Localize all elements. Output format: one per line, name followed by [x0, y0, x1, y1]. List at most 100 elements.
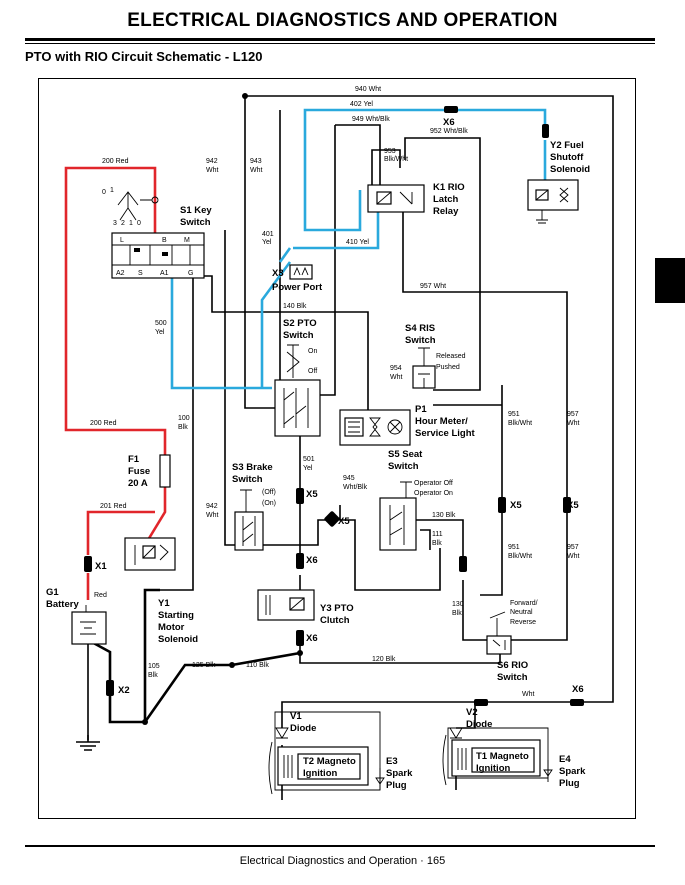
s2-title: S2 PTO — [283, 318, 317, 329]
s3-on: (On) — [262, 500, 276, 507]
x3-power-port — [289, 264, 313, 280]
s5-off: Operator Off — [414, 480, 453, 487]
k1-sub2: Relay — [433, 206, 459, 217]
e3-sub2: Plug — [386, 780, 407, 791]
w111a-label: 111 — [432, 531, 443, 538]
wire-949-top — [335, 124, 381, 185]
y1-title: Y1 — [158, 598, 170, 609]
page-footer: Electrical Diagnostics and Operation · 1… — [239, 855, 446, 867]
p1-title: P1 — [415, 404, 427, 415]
wire-401-yel — [278, 247, 292, 263]
x6b-label: X6 — [306, 555, 318, 566]
s3-title: S3 Brake — [232, 462, 273, 473]
w942a2-label: Wht — [206, 167, 219, 174]
s1-term-s: S — [138, 270, 143, 277]
y1-sub2: Motor — [158, 622, 185, 633]
g1-title: G1 — [46, 587, 59, 598]
junction-940 — [242, 93, 248, 99]
wire-labels: 940 Wht 402 Yel 949 Wht/Blk 952 Wht/Blk … — [90, 86, 580, 698]
w943b-label: Wht — [250, 167, 263, 174]
s5-on: Operator On — [414, 490, 453, 497]
w949-label: 949 Wht/Blk — [352, 116, 390, 123]
w952-label: 952 Wht/Blk — [430, 128, 468, 135]
x2-label: X2 — [118, 685, 130, 696]
wire-111 — [420, 529, 431, 550]
t2-sub: Ignition — [303, 768, 337, 779]
s2-sub: Switch — [283, 330, 314, 341]
junction-ground — [142, 719, 148, 725]
k1-rio-latch-relay — [367, 184, 425, 213]
g1-battery — [71, 605, 107, 645]
s2-off: Off — [308, 368, 317, 375]
x5c-label: X5 — [510, 500, 522, 511]
chassis-ground-icon — [76, 735, 100, 751]
s1-term-l: L — [120, 237, 124, 244]
wire-957 — [402, 210, 568, 641]
w140-label: 140 Blk — [283, 303, 307, 310]
s3-brake-switch — [234, 489, 264, 551]
junction-120 — [297, 650, 303, 656]
f1-title: F1 — [128, 454, 140, 465]
w120-label: 120 Blk — [372, 656, 396, 663]
t2-title: T2 Magneto — [303, 756, 356, 767]
f1-fuse — [159, 454, 171, 488]
s5-title: S5 Seat — [388, 449, 423, 460]
wire-402-yel — [303, 108, 450, 232]
schematic-title: PTO with RIO Circuit Schematic - L120 — [25, 49, 263, 64]
v1-sub: Diode — [290, 723, 316, 734]
e4-spark-plug-icon — [543, 760, 553, 782]
y2-sub2: Solenoid — [550, 164, 590, 175]
w130b2-label: Blk — [452, 610, 462, 617]
s1-pos-2: 2 — [121, 220, 125, 227]
s2-on: On — [308, 348, 317, 355]
s1-term-m: M — [184, 237, 190, 244]
v2-title: V2 — [466, 707, 478, 718]
header-rule-thin — [25, 43, 655, 44]
page-header: ELECTRICAL DIAGNOSTICS AND OPERATION — [127, 10, 558, 31]
g1-sub: Battery — [46, 599, 79, 610]
s1-title: S1 Key — [180, 205, 212, 216]
k1-sub1: Latch — [433, 194, 459, 205]
w500a-label: 500 — [155, 320, 167, 327]
wire-942-brake — [224, 230, 238, 546]
w200b-label: 200 Red — [90, 420, 117, 427]
t1-title: T1 Magneto — [476, 751, 529, 762]
s4-title: S4 RIS — [405, 323, 435, 334]
footer-rule — [25, 845, 655, 847]
v1-diode — [275, 727, 289, 739]
x6d-label: X6 — [572, 684, 584, 695]
wire-945-b — [339, 505, 441, 591]
f1-sub1: Fuse — [128, 466, 150, 477]
wire-410-yel — [293, 210, 380, 250]
s1-key-switch — [111, 191, 205, 279]
wire-942-top — [244, 96, 285, 409]
wire-945 — [262, 519, 332, 546]
w501b-label: Yel — [303, 465, 313, 472]
wire-951 — [480, 385, 503, 596]
y2-fuel-shutoff-solenoid — [527, 179, 579, 224]
wire-100 — [160, 262, 194, 591]
y1-sub1: Starting — [158, 610, 194, 621]
wire-953 — [371, 149, 401, 185]
w951b1-label: 951 — [508, 544, 520, 551]
v2-sub: Diode — [466, 719, 492, 730]
wire-952 — [404, 137, 481, 391]
s1-pos-0: 0 — [102, 189, 106, 196]
connector-x6-fuel — [542, 124, 549, 138]
e3-spark-plug-icon — [375, 768, 385, 790]
w943a-label: 943 — [250, 158, 262, 165]
wire-diode-v1 — [281, 701, 475, 728]
connector-x6-mid — [296, 553, 304, 569]
w942b1-label: 942 — [206, 503, 218, 510]
w954a-label: 954 — [390, 365, 402, 372]
s4-sub: Switch — [405, 335, 436, 346]
w953a-label: 953 — [384, 148, 396, 155]
y2-sub1: Shutoff — [550, 152, 584, 163]
wire-battery-ground — [87, 638, 145, 724]
w954b-label: Wht — [390, 374, 403, 381]
p1-hour-meter — [339, 409, 411, 446]
connector-130 — [459, 556, 467, 572]
v2-diode — [449, 727, 463, 739]
w105a-label: 105 — [148, 663, 160, 670]
s6-fwd2: Neutral — [510, 609, 533, 616]
